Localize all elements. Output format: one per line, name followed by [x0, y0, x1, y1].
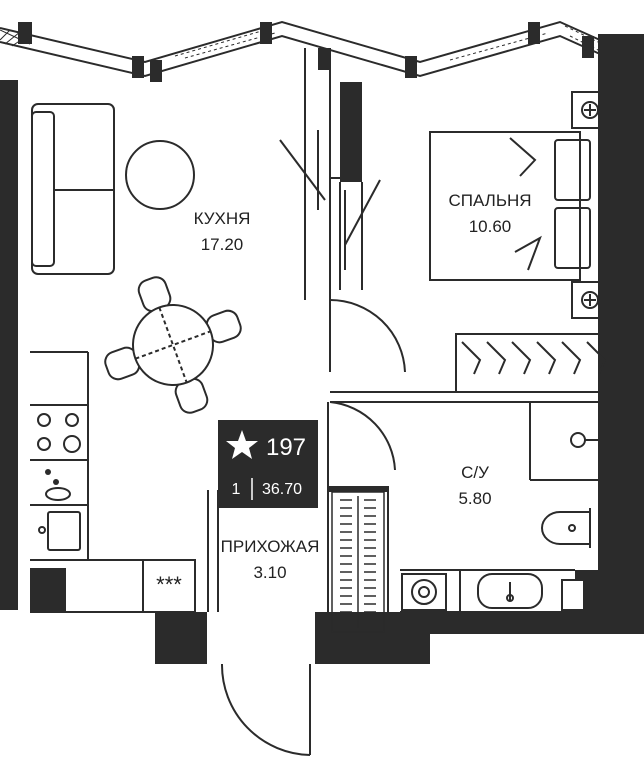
- kitchen-name: КУХНЯ: [194, 209, 251, 228]
- washbasin-icon: [570, 432, 608, 448]
- toilet-icon: [541, 508, 591, 548]
- bedroom-area: 10.60: [469, 217, 512, 236]
- total-area: 36.70: [262, 481, 302, 498]
- sink-icon: [477, 573, 543, 609]
- utility-box: ***: [142, 559, 196, 613]
- bathroom-area: 5.80: [458, 489, 491, 508]
- round-table-icon: [125, 140, 195, 210]
- utility-box-label: ***: [156, 572, 182, 597]
- sink-icon: [38, 511, 81, 551]
- window-frames: [18, 22, 594, 82]
- bedroom-name: СПАЛЬНЯ: [448, 191, 531, 210]
- bed-icon: [429, 131, 591, 281]
- hallway-area: 3.10: [253, 563, 286, 582]
- walls: [0, 34, 644, 664]
- star-icon: [226, 430, 258, 459]
- hallway-name: ПРИХОЖАЯ: [221, 537, 320, 556]
- hob-icon: [37, 413, 81, 453]
- shoe-rack-icon: [331, 491, 385, 633]
- room-count: 1: [232, 481, 241, 498]
- apartment-badge: 197 1 36.70: [218, 420, 318, 508]
- wardrobe-icon: [455, 333, 609, 393]
- apartment-number: 197: [266, 434, 306, 461]
- partitions: [30, 48, 598, 640]
- dining-table-icon: [104, 276, 242, 414]
- kitchen-area: 17.20: [201, 235, 244, 254]
- washing-machine-icon: [401, 573, 447, 611]
- window-strip: [0, 20, 601, 78]
- bathroom-name: С/У: [461, 463, 489, 482]
- doors: [220, 130, 406, 756]
- nightstand-icon: [571, 91, 609, 319]
- dishwasher-icon: [45, 469, 71, 501]
- sofa-icon: [31, 103, 115, 275]
